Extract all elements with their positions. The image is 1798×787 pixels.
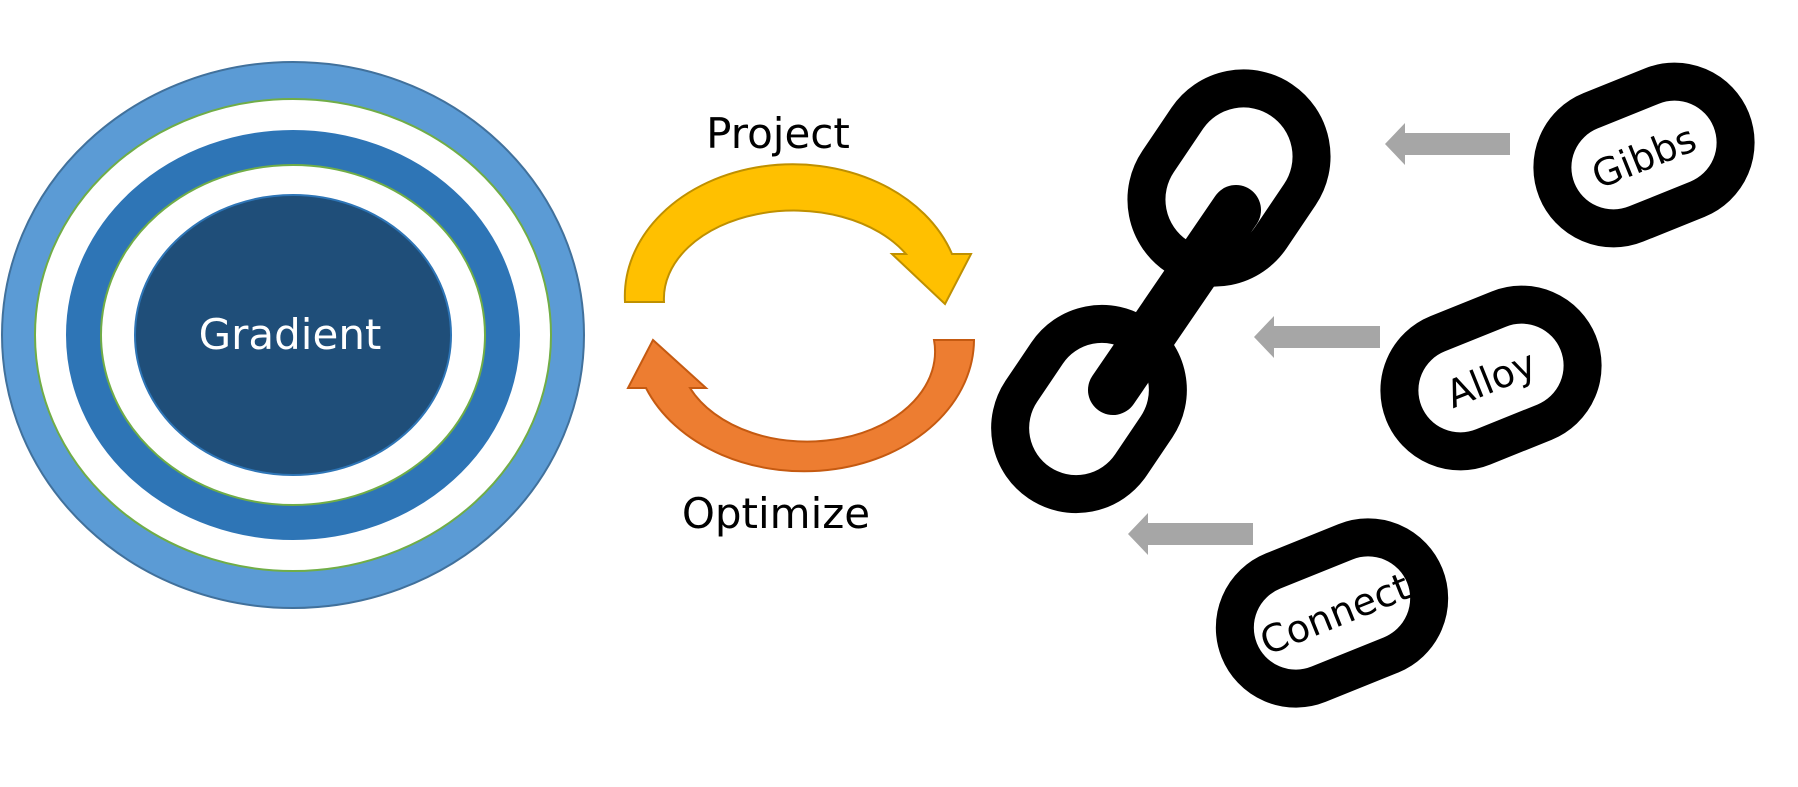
project-arrow	[623, 163, 973, 306]
pointer-arrow-connect	[1128, 513, 1253, 555]
link-gibbs: Gibbs	[1533, 62, 1755, 248]
chain-link-icon	[1380, 285, 1602, 471]
optimize-arrow	[626, 338, 976, 473]
pointer-arrow-gibbs	[1385, 123, 1510, 165]
project-label: Project	[706, 109, 850, 158]
cycle-arrows: Project Optimize	[623, 109, 976, 538]
chain-icon	[991, 69, 1331, 514]
pointer-arrow-alloy	[1254, 316, 1380, 358]
pointer-arrows	[1128, 123, 1510, 555]
gradient-rings: Gradient	[1, 61, 585, 609]
link-connect: Connect	[1215, 518, 1449, 708]
chain-connector	[1088, 185, 1261, 415]
gradient-label: Gradient	[199, 310, 382, 359]
chain-link-icon	[1533, 62, 1755, 248]
core-ellipse	[134, 194, 452, 476]
link-alloy: Alloy	[1380, 285, 1602, 471]
chain-link-icon	[1215, 518, 1449, 708]
optimize-label: Optimize	[682, 489, 870, 538]
